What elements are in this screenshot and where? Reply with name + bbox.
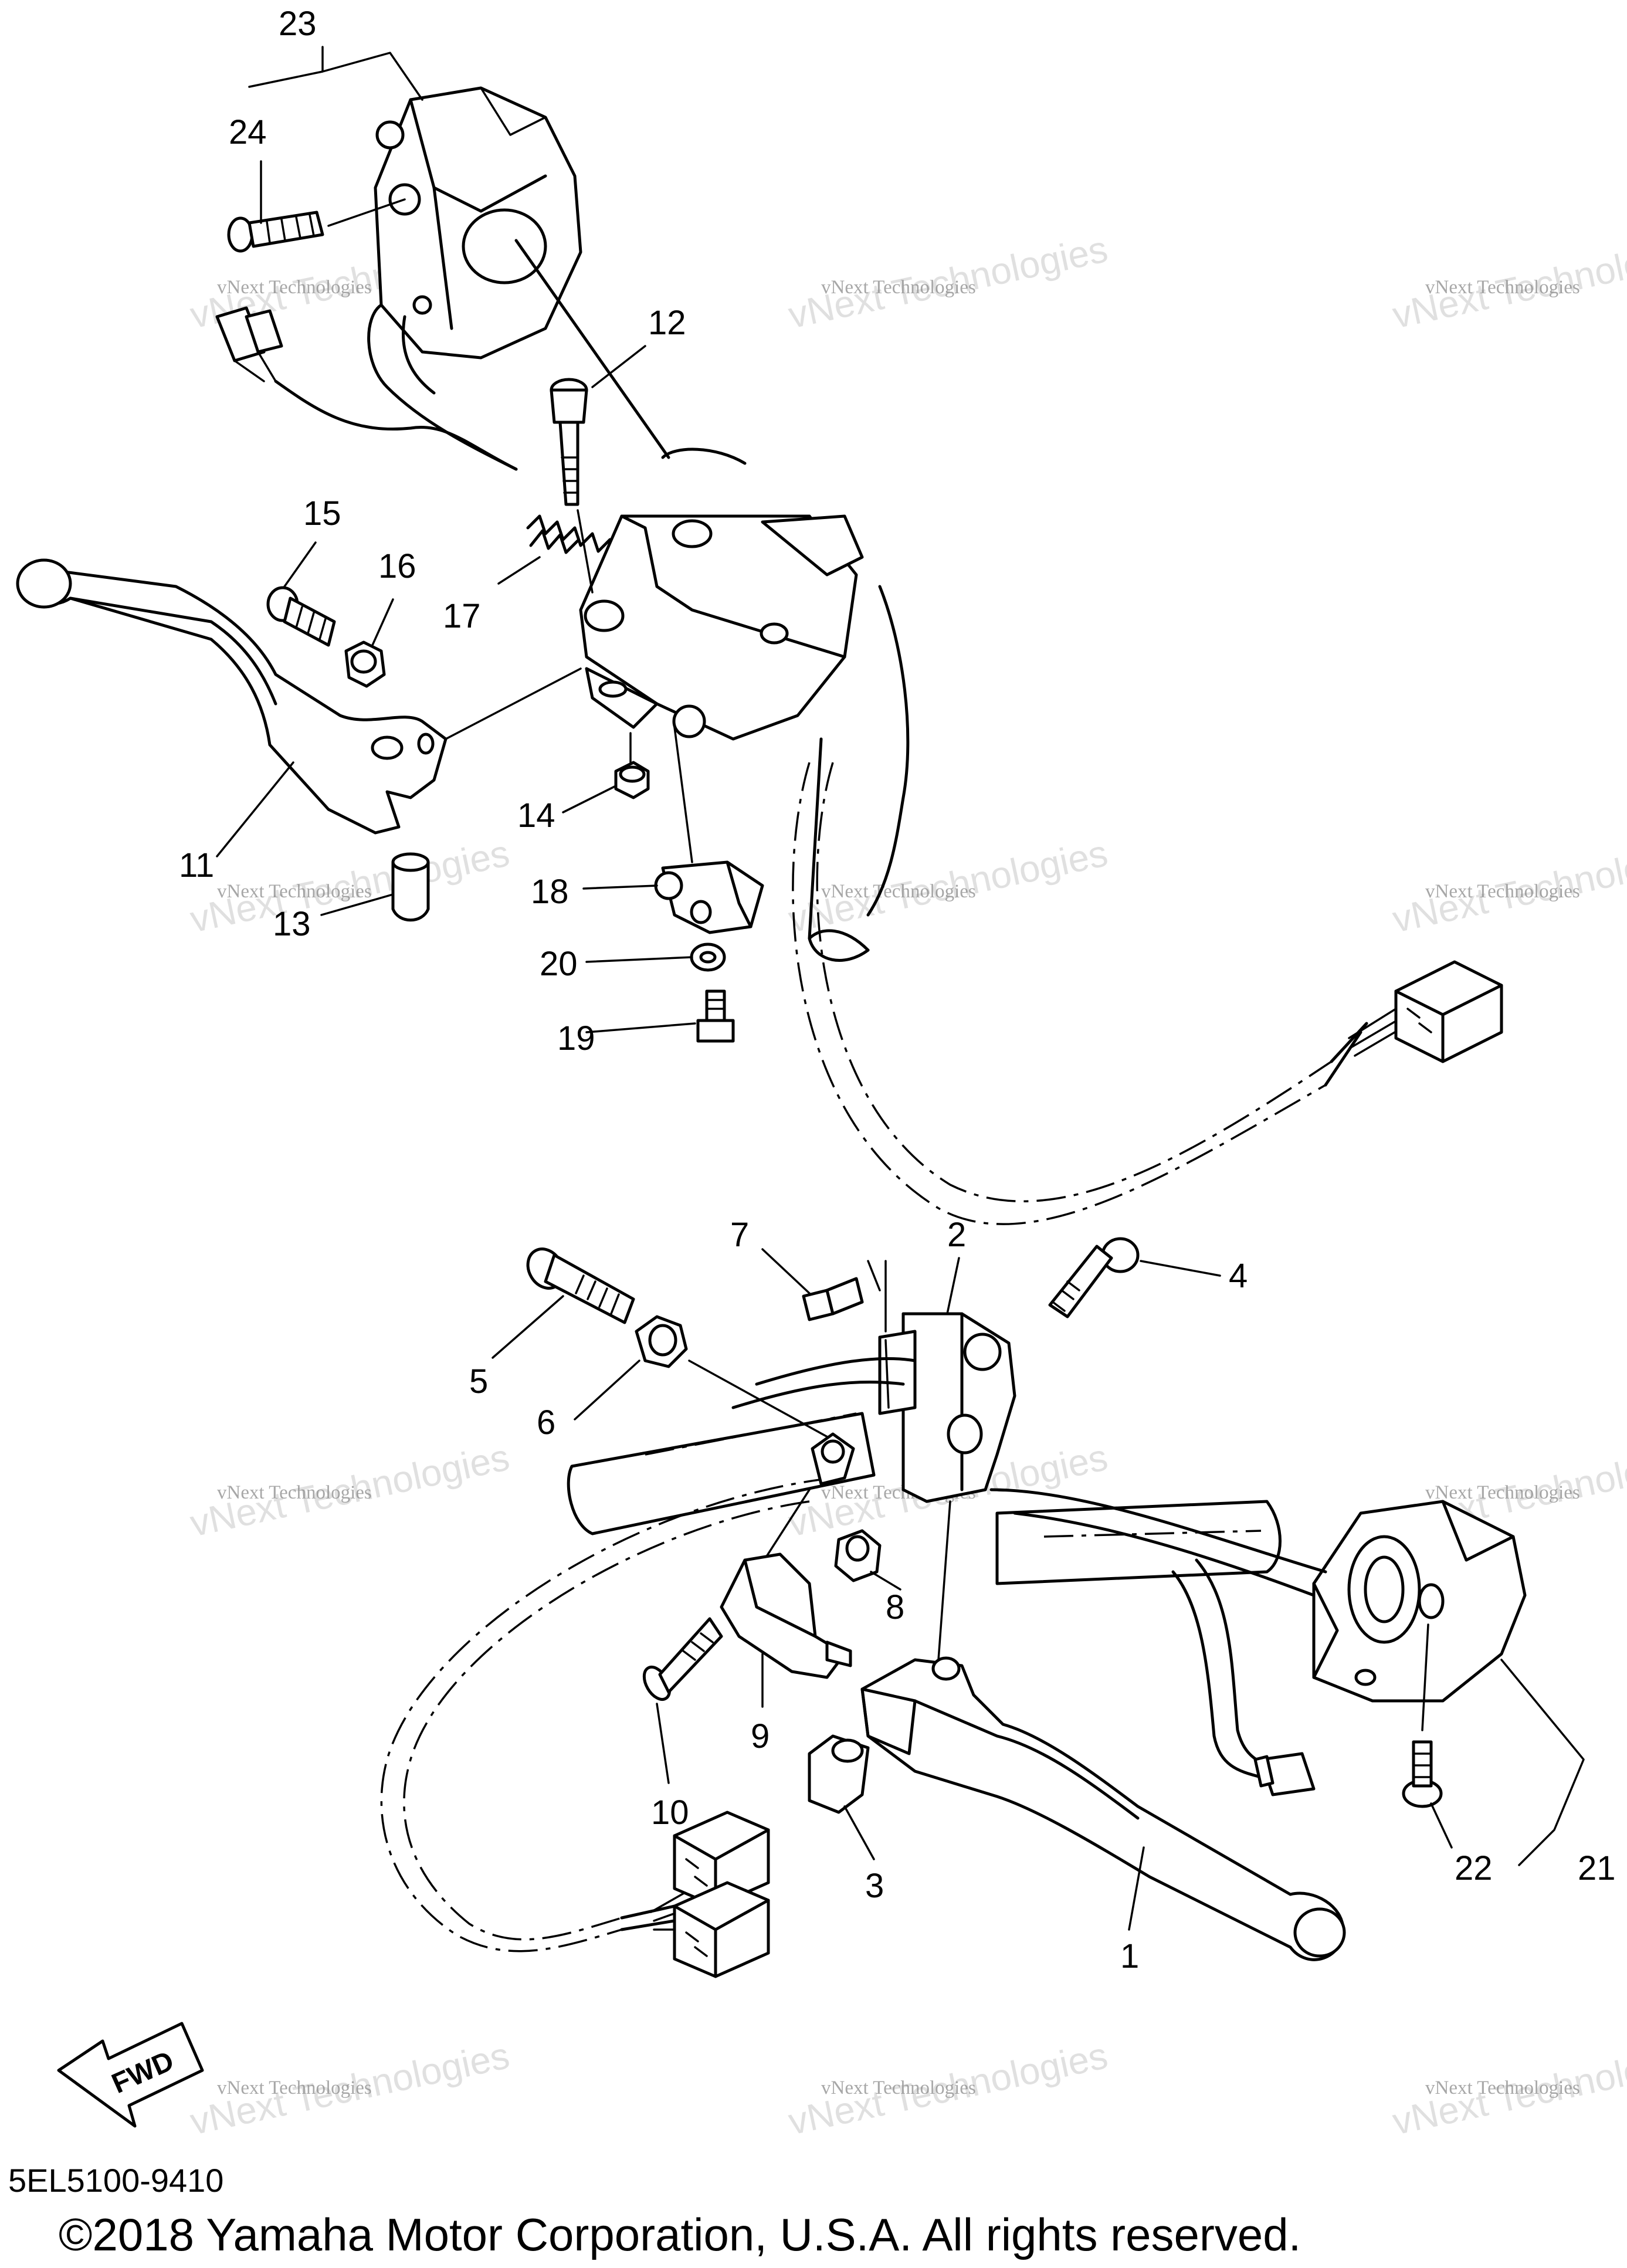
part-2-brake-lever-holder	[878, 1312, 1016, 1503]
part-pivot-collar-top	[755, 1432, 855, 1573]
watermark-small: vNext Technologies	[217, 1482, 372, 1503]
part-19-screw	[696, 989, 735, 1043]
part-18-clutch-switch	[654, 726, 764, 934]
label-23: 23	[279, 5, 317, 43]
part-24-screw	[227, 198, 406, 253]
diagram-code: 5EL5100-9410	[8, 2162, 224, 2199]
label-3: 3	[865, 1867, 884, 1905]
watermark-small: vNext Technologies	[1425, 1482, 1580, 1503]
part-20-washer	[690, 943, 726, 972]
label-8: 8	[886, 1588, 904, 1626]
watermark-small: vNext Technologies	[821, 277, 976, 298]
part-7-bolt	[802, 1260, 887, 1333]
watermark-top-right: vNext Technologies vNext Technologies	[1389, 228, 1627, 337]
watermark-low-left: vNext Technologies vNext Technologies	[187, 1436, 513, 1545]
watermark-small: vNext Technologies	[217, 2077, 372, 2099]
part-16-nut	[344, 640, 386, 688]
watermark-mid-left: vNext Technologies vNext Technologies	[187, 832, 513, 941]
part-12-bolt	[550, 378, 594, 594]
watermark-mid-right: vNext Technologies vNext Technologies	[1389, 832, 1627, 941]
part-11-clutch-lever	[16, 558, 582, 835]
part-14-nut	[614, 732, 650, 799]
part-23-switch-housing	[374, 86, 582, 360]
part-labels: 23 24 12 15 16 17 14 11 13 18 20 19 7 2 …	[179, 5, 1616, 1975]
label-21: 21	[1578, 1849, 1616, 1887]
part-4-bolt	[1048, 1237, 1140, 1318]
part-13-collar	[391, 852, 430, 922]
watermark-small: vNext Technologies	[1425, 881, 1580, 902]
clutch-lever-holder	[579, 514, 864, 741]
label-5: 5	[469, 1362, 488, 1401]
part-21-switch-housing	[1312, 1500, 1527, 1703]
part-15-pivot-bolt	[266, 586, 336, 647]
left-handlebar-tube	[514, 239, 910, 962]
label-10: 10	[651, 1794, 689, 1832]
label-16: 16	[378, 547, 416, 585]
leader-lines	[216, 46, 1585, 1931]
watermark-bottom-left: vNext Technologies vNext Technologies	[187, 2034, 513, 2143]
copyright-notice: ©2018 Yamaha Motor Corporation, U.S.A. A…	[59, 2209, 1301, 2260]
label-20: 20	[540, 945, 578, 983]
label-9: 9	[751, 1717, 770, 1755]
label-4: 4	[1229, 1257, 1248, 1295]
label-1: 1	[1120, 1937, 1139, 1975]
watermark-small: vNext Technologies	[217, 277, 372, 298]
label-14: 14	[517, 796, 555, 835]
watermark-bottom-center: vNext Technologies vNext Technologies	[785, 2034, 1111, 2143]
part-5-bolt	[526, 1247, 635, 1324]
top-harness-and-connector	[792, 762, 1503, 1225]
watermark-small: vNext Technologies	[821, 2077, 976, 2099]
forward-direction-badge: FWD	[57, 2022, 204, 2128]
watermark-top-center: vNext Technologies vNext Technologies	[785, 228, 1111, 337]
label-13: 13	[273, 905, 311, 943]
label-15: 15	[303, 494, 341, 533]
label-7: 7	[730, 1216, 749, 1254]
part-6-nut	[635, 1315, 834, 1441]
right-switch-wiring	[989, 1488, 1327, 1796]
bottom-harness-connectors	[620, 1811, 770, 1978]
part-22-screw	[1402, 1623, 1443, 1808]
label-19: 19	[557, 1019, 595, 1057]
part-3-collar	[808, 1734, 870, 1814]
label-2: 2	[947, 1216, 966, 1254]
label-11: 11	[179, 846, 214, 884]
watermark-small: vNext Technologies	[1425, 277, 1580, 298]
watermark-mid-center: vNext Technologies vNext Technologies	[785, 832, 1111, 941]
part-10-screw	[642, 1617, 723, 1701]
label-24: 24	[229, 113, 267, 151]
watermark-bottom-right: vNext Technologies vNext Technologies	[1389, 2034, 1627, 2143]
label-18: 18	[531, 873, 569, 911]
part-1-brake-lever	[860, 1656, 1346, 1961]
label-12: 12	[648, 304, 686, 342]
watermark-small: vNext Technologies	[1425, 2077, 1580, 2099]
label-6: 6	[537, 1403, 555, 1442]
watermark-small: vNext Technologies	[217, 881, 372, 902]
part-9-brake-switch	[720, 1552, 852, 1679]
left-switch-wiring	[215, 303, 518, 471]
label-22: 22	[1455, 1849, 1493, 1887]
label-17: 17	[443, 597, 481, 635]
part-8-nut	[834, 1529, 882, 1582]
watermark-small: vNext Technologies	[821, 881, 976, 902]
part-17-spring	[526, 514, 612, 554]
